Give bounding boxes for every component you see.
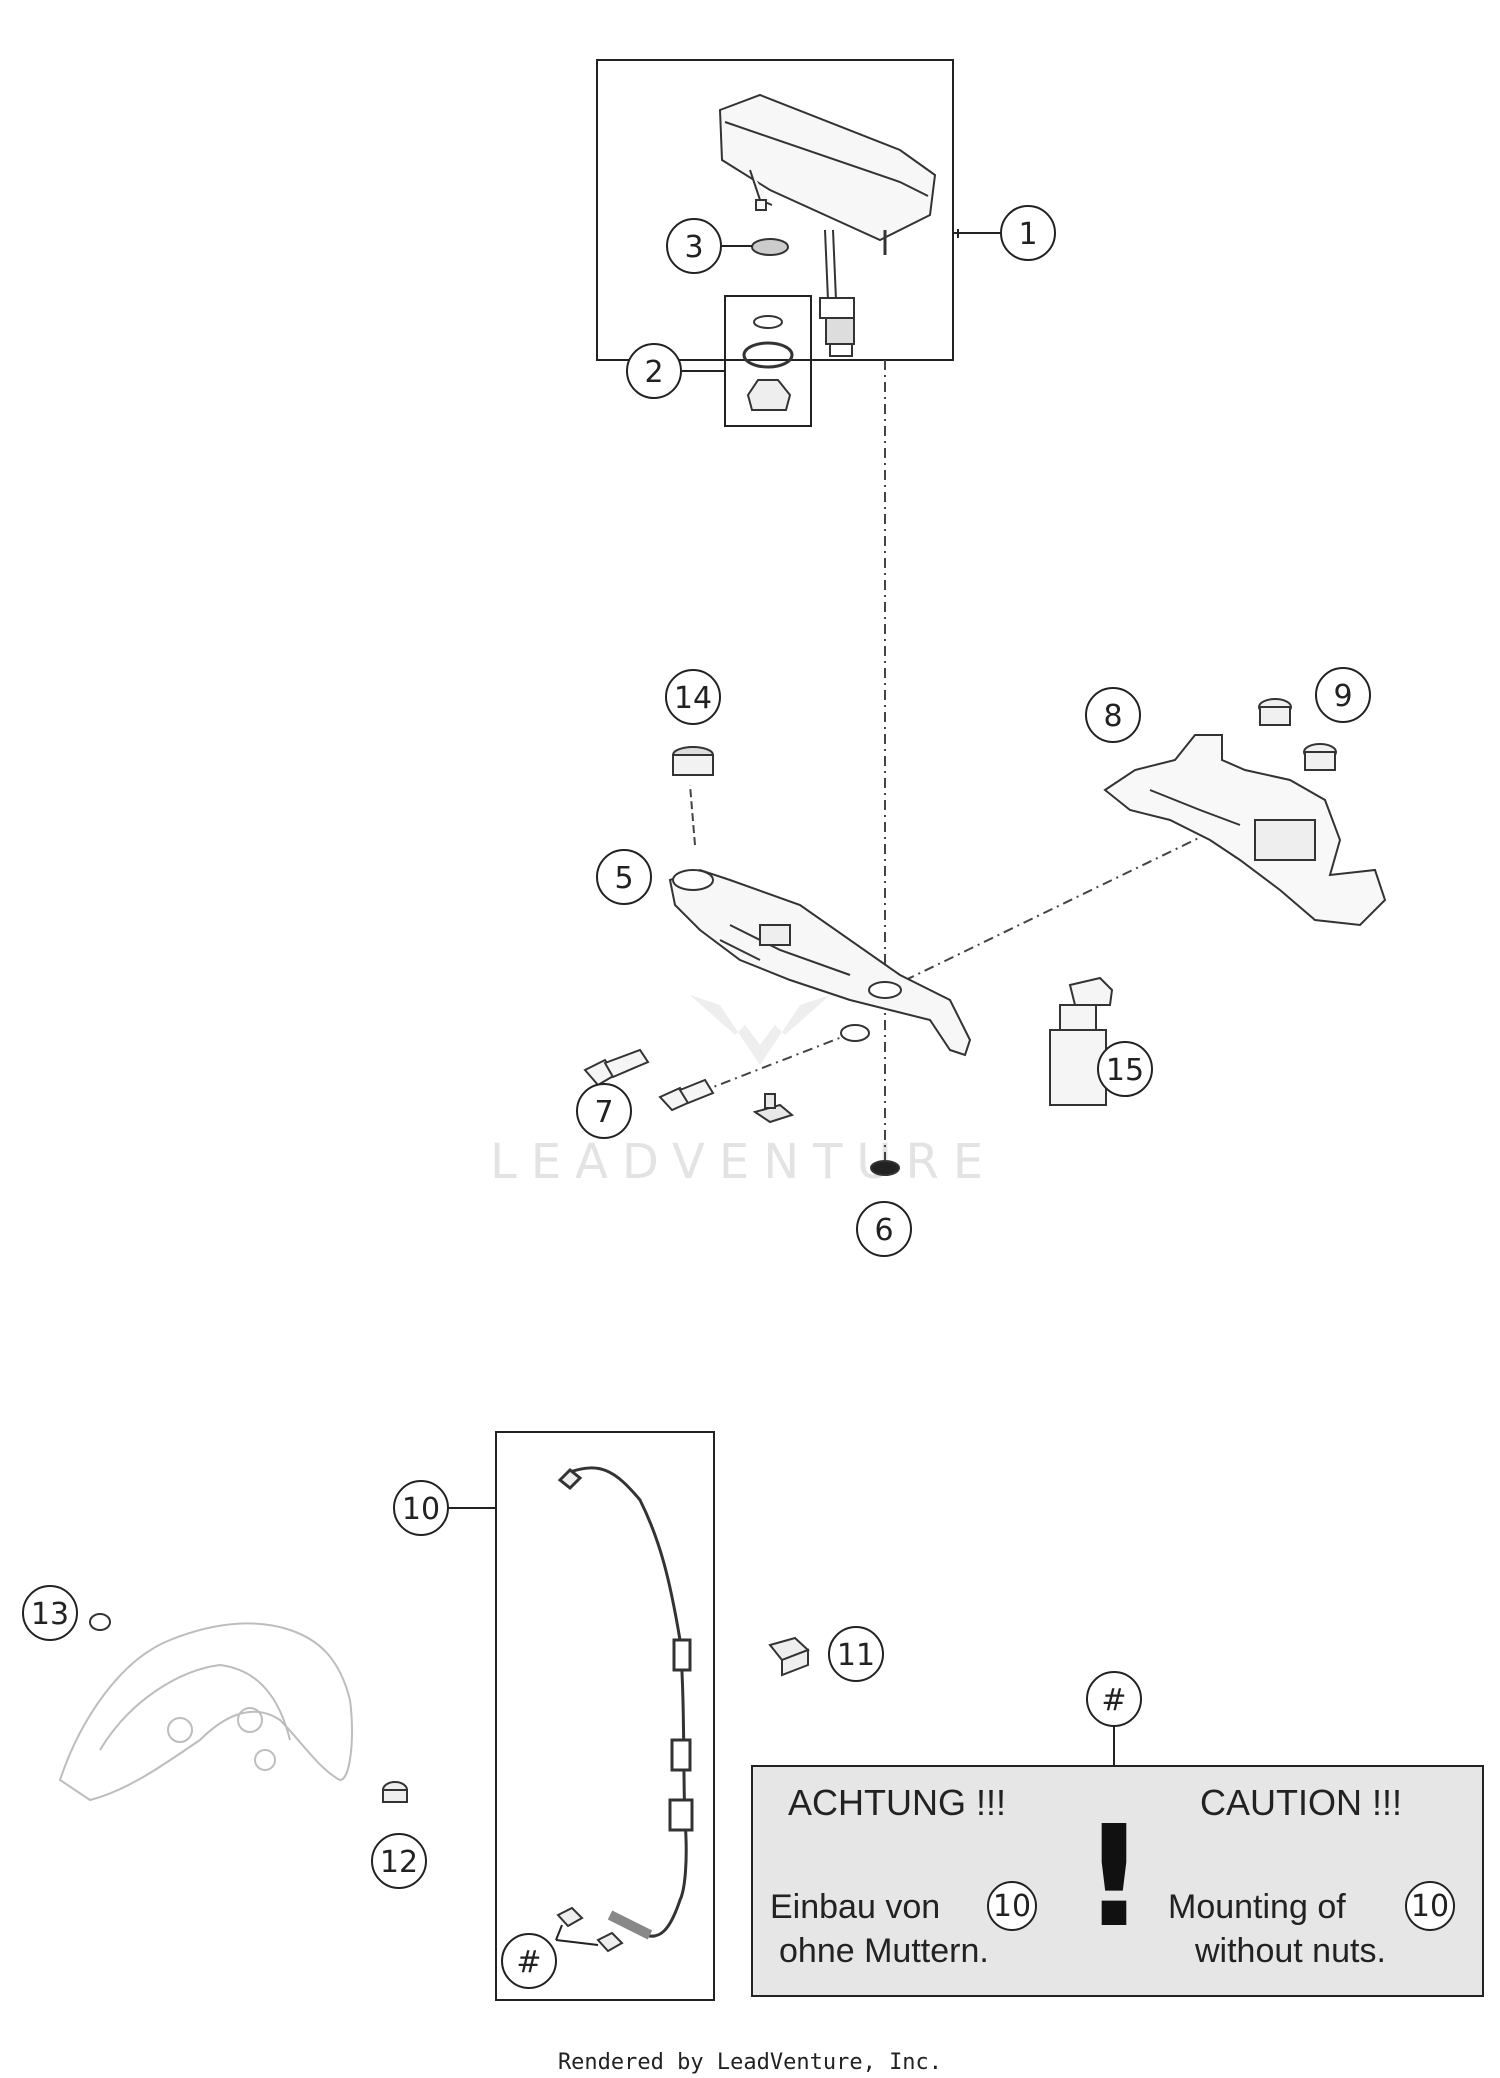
- callout-hash-nuts[interactable]: #: [501, 1933, 557, 1989]
- cap-part-9-top: [1258, 698, 1292, 726]
- callout-12[interactable]: 12: [371, 1833, 427, 1889]
- assembly-axis-bolt: [679, 1029, 861, 1101]
- callout-1[interactable]: 1: [1000, 205, 1056, 261]
- watermark: LEADVENTURE: [490, 995, 997, 1190]
- o-ring-part-13: [89, 1613, 111, 1631]
- warning-heading-en: CAUTION !!!: [1200, 1782, 1402, 1823]
- callout-label: 7: [594, 1095, 613, 1130]
- cap-part-9-side: [1303, 743, 1337, 771]
- dashboard-cable: [819, 229, 855, 357]
- assembly-axis-rubber: [689, 784, 696, 846]
- engine-cover-outline: [58, 1622, 353, 1802]
- cable-assembly-box: [495, 1431, 715, 2001]
- instrument-bracket: [668, 868, 972, 1057]
- callout-3[interactable]: 3: [666, 218, 722, 274]
- warning-panel: [751, 1765, 1484, 1997]
- rubber-cap-part: [672, 746, 714, 776]
- warning-line1-en: Mounting of: [1168, 1888, 1346, 1926]
- screw-part: [752, 1093, 795, 1124]
- assembly-axis-diagonal: [884, 817, 1241, 991]
- callout-label: 14: [674, 681, 712, 716]
- washer-part: [751, 238, 789, 256]
- callout-label: 13: [31, 1597, 69, 1632]
- sensor-cable: [557, 1466, 694, 1940]
- rubber-grommet: [746, 379, 792, 411]
- nut-pair: [556, 1906, 624, 1953]
- callout-hash-warning[interactable]: #: [1086, 1671, 1142, 1727]
- callout-13[interactable]: 13: [22, 1585, 78, 1641]
- callout-2[interactable]: 2: [626, 343, 682, 399]
- callout-14[interactable]: 14: [665, 669, 721, 725]
- callout-label: 8: [1103, 699, 1122, 734]
- warning-ref-de: 10: [993, 1889, 1031, 1924]
- callout-label: 10: [402, 1492, 440, 1527]
- callout-7[interactable]: 7: [576, 1083, 632, 1139]
- dashboard-display: [718, 93, 937, 242]
- callout-9[interactable]: 9: [1315, 667, 1371, 723]
- callout-11[interactable]: 11: [828, 1626, 884, 1682]
- clip-part-11: [768, 1636, 810, 1677]
- warning-ref-en: 10: [1411, 1889, 1449, 1924]
- small-o-ring: [753, 315, 783, 329]
- callout-label: 12: [380, 1845, 418, 1880]
- warning-line2-de: ohne Muttern.: [779, 1932, 989, 1970]
- callout-15[interactable]: 15: [1097, 1041, 1153, 1097]
- callout-label: 9: [1333, 679, 1352, 714]
- callout-label: 3: [684, 230, 703, 265]
- warning-line2-en: without nuts.: [1194, 1932, 1386, 1970]
- holder-part: [1103, 734, 1387, 927]
- callout-label: #: [1101, 1683, 1126, 1718]
- warning-ref-circle-de: [987, 1881, 1037, 1931]
- dashboard-assembly-box: [596, 59, 954, 361]
- watermark-text: LEADVENTURE: [490, 1134, 997, 1190]
- exclamation-icon: !: [1082, 1796, 1146, 1959]
- warning-heading-de: ACHTUNG !!!: [788, 1782, 1006, 1823]
- watermark-logo: [690, 995, 830, 1065]
- callout-label: 6: [874, 1213, 893, 1248]
- switch-part: [1049, 976, 1114, 1106]
- sleeve-part-12: [382, 1781, 408, 1803]
- callout-label: 5: [614, 861, 633, 896]
- callout-label: #: [516, 1945, 541, 1980]
- callout-label: 1: [1018, 217, 1037, 252]
- clip-part-6: [870, 1160, 900, 1176]
- footer-credit: Rendered by LeadVenture, Inc.: [557, 2050, 943, 2075]
- warning-ref-circle-en: [1405, 1881, 1455, 1931]
- leader-lines: [448, 229, 1115, 1946]
- fixing-kit-box: [724, 295, 812, 427]
- callout-5[interactable]: 5: [596, 849, 652, 905]
- callout-10[interactable]: 10: [393, 1480, 449, 1536]
- callout-label: 15: [1106, 1053, 1144, 1088]
- bolt-lower: [658, 1078, 715, 1112]
- callout-label: 2: [644, 355, 663, 390]
- callout-6[interactable]: 6: [856, 1201, 912, 1257]
- warning-line1-de: Einbau von: [770, 1888, 940, 1926]
- callout-8[interactable]: 8: [1085, 687, 1141, 743]
- callout-label: 11: [837, 1638, 875, 1673]
- bolt-upper: [583, 1048, 650, 1087]
- large-o-ring: [742, 341, 794, 369]
